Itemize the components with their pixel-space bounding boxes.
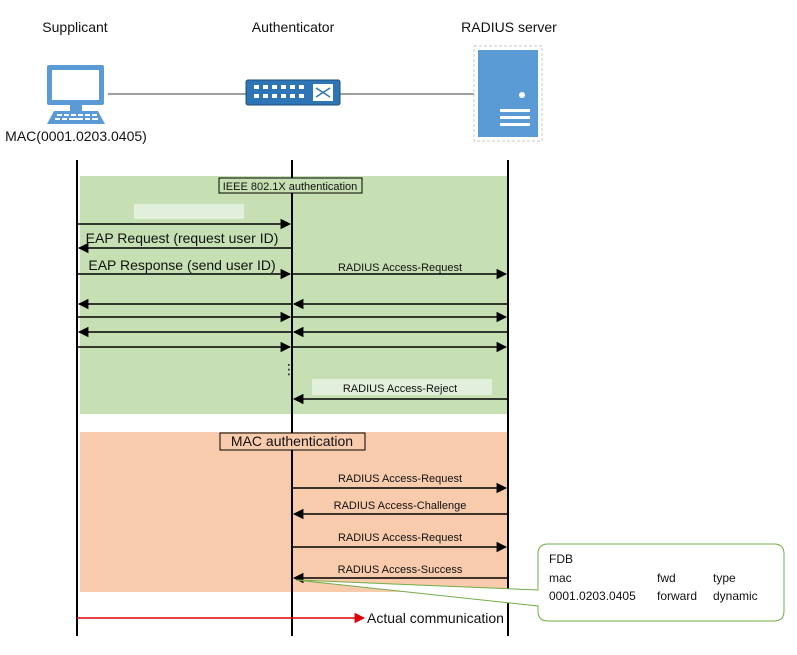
ieee-section-title-box	[218, 177, 363, 194]
highlight-patch-2	[312, 379, 492, 395]
mac-section-title: MAC authentication	[231, 433, 353, 449]
supplicant-mac-label: MAC(0001.0203.0405)	[5, 128, 147, 144]
fdb-title: FDB	[549, 552, 573, 566]
authenticator-label: Authenticator	[252, 19, 335, 35]
ieee-section-title: IEEE 802.1X authentication	[223, 181, 358, 193]
fdb-callout	[295, 543, 785, 622]
mac-access-request-2-label: RADIUS Access-Request	[338, 532, 462, 544]
fdb-row-type: dynamic	[713, 589, 758, 603]
computer-icon	[47, 65, 105, 124]
highlight-patch-1	[134, 204, 244, 219]
mac-section-title-box	[219, 432, 366, 451]
mac-access-challenge-label: RADIUS Access-Challenge	[334, 500, 467, 512]
mac-access-request-1-label: RADIUS Access-Request	[338, 473, 462, 485]
actual-communication-label: Actual communication	[367, 610, 504, 626]
fdb-row-mac: 0001.0203.0405	[549, 589, 636, 603]
fdb-header-mac: mac	[549, 571, 572, 585]
fdb-row-fwd: forward	[657, 589, 697, 603]
eap-response-label: EAP Response (send user ID)	[88, 257, 275, 273]
eap-request-label: EAP Request (request user ID)	[86, 230, 279, 246]
fdb-header-fwd: fwd	[657, 571, 676, 585]
radius-access-reject-label: RADIUS Access-Reject	[343, 383, 457, 395]
mac-access-success-label: RADIUS Access-Success	[338, 564, 463, 576]
server-icon	[473, 45, 543, 142]
radius-server-label: RADIUS server	[461, 19, 557, 35]
supplicant-label: Supplicant	[42, 19, 107, 35]
switch-icon	[245, 79, 341, 106]
radius-access-request-label: RADIUS Access-Request	[338, 262, 462, 274]
ellipsis-mark: ⋮	[282, 361, 296, 377]
fdb-header-type: type	[713, 571, 736, 585]
